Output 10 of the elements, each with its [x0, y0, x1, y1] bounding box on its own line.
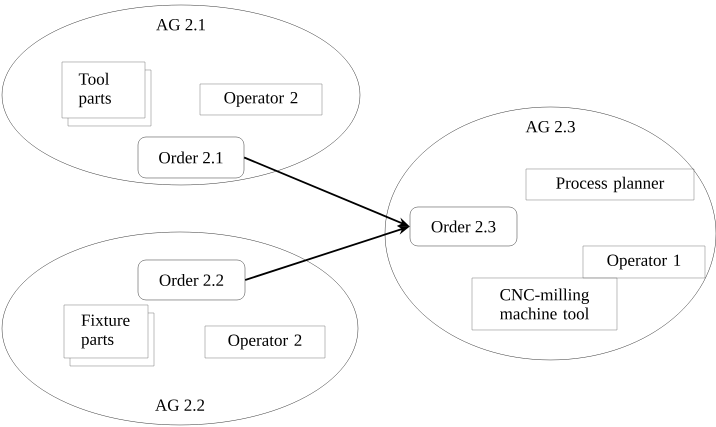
process-box: Process planner [526, 168, 694, 200]
process-box: CNC-milling machine tool [472, 278, 618, 330]
process-box: Operator 1 [582, 246, 706, 278]
process-box: Operator 2 [200, 84, 322, 116]
stacked-box: Fixture parts [64, 304, 154, 366]
stacked-box: Tool parts [62, 62, 152, 126]
process-box: Operator 2 [204, 326, 326, 358]
rounded-box: Order 2.3 [410, 206, 518, 246]
rounded-box: Order 2.1 [138, 136, 244, 178]
rounded-box: Order 2.2 [138, 260, 246, 300]
